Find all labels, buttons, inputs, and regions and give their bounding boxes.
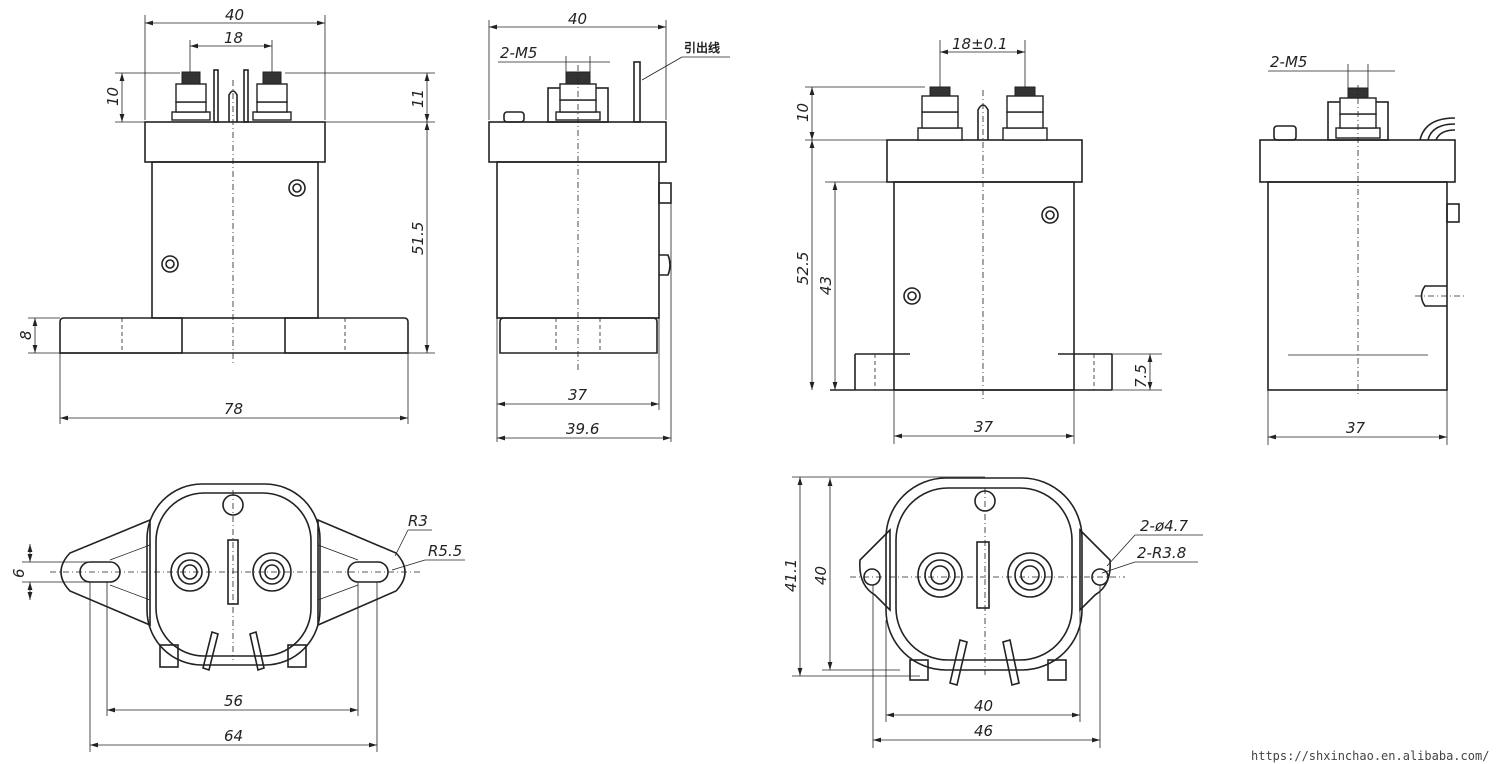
lead-wire-label: 引出线 bbox=[684, 40, 720, 55]
dim-overall-width: 39.6 bbox=[566, 420, 599, 438]
hole-diameter: 2-ø4.7 bbox=[1140, 517, 1188, 535]
terminal-left bbox=[171, 71, 211, 121]
top-view-b: 41.1 40 2-ø4.7 2-R3.8 40 46 bbox=[782, 476, 1203, 748]
front-view-b: 18±0.1 10 52.5 43 7.5 37 bbox=[794, 35, 1162, 444]
thread-label: 2-M5 bbox=[1270, 53, 1307, 71]
flange-radius: 2-R3.8 bbox=[1137, 544, 1186, 562]
dim-body-width: 37 bbox=[974, 418, 994, 436]
thread-label: 2-M5 bbox=[500, 44, 537, 62]
dim-width-top: 40 bbox=[225, 6, 244, 24]
dim-base-width: 78 bbox=[224, 400, 243, 418]
dim-overall-height: 41.1 bbox=[782, 559, 800, 592]
top-view: 6 R3 R5.5 56 64 bbox=[10, 483, 465, 752]
terminal-right bbox=[252, 71, 292, 121]
dim-hole-spacing: 56 bbox=[224, 692, 243, 710]
dim-flange-width: 64 bbox=[224, 727, 243, 745]
dim-body-width: 37 bbox=[568, 386, 588, 404]
dim-terminal-height: 10 bbox=[104, 87, 122, 106]
radius-small: R3 bbox=[408, 512, 428, 530]
dim-body-height: 40 bbox=[812, 566, 830, 585]
side-view-b: 2-M5 37 bbox=[1259, 53, 1465, 445]
front-view: 40 18 10 11 51.5 8 78 bbox=[17, 6, 435, 424]
dim-width-top: 40 bbox=[568, 10, 587, 28]
dim-foot-height: 7.5 bbox=[1132, 364, 1150, 388]
watermark-url: https://shxinchao.en.alibaba.com/ bbox=[1251, 749, 1489, 763]
dim-slot-width: 6 bbox=[10, 568, 28, 578]
dim-body-height: 51.5 bbox=[409, 222, 427, 255]
radius-large: R5.5 bbox=[428, 542, 462, 560]
dim-body-width: 37 bbox=[1346, 419, 1366, 437]
dim-terminal-spacing: 18 bbox=[224, 29, 243, 47]
dim-body-height: 43 bbox=[817, 276, 835, 295]
dim-base-height: 8 bbox=[17, 330, 35, 340]
side-view: 40 2-M5 引出线 37 39.6 bbox=[488, 10, 730, 442]
dim-terminal-height: 10 bbox=[794, 103, 812, 122]
terminal-left bbox=[917, 86, 963, 141]
dim-flange-width: 46 bbox=[974, 722, 993, 740]
dim-overall-height: 52.5 bbox=[794, 252, 812, 285]
dim-body-width: 40 bbox=[974, 697, 993, 715]
terminal-right bbox=[1002, 86, 1048, 141]
dim-terminal-height-right: 11 bbox=[409, 89, 427, 108]
dim-terminal-spacing: 18±0.1 bbox=[952, 35, 1008, 53]
